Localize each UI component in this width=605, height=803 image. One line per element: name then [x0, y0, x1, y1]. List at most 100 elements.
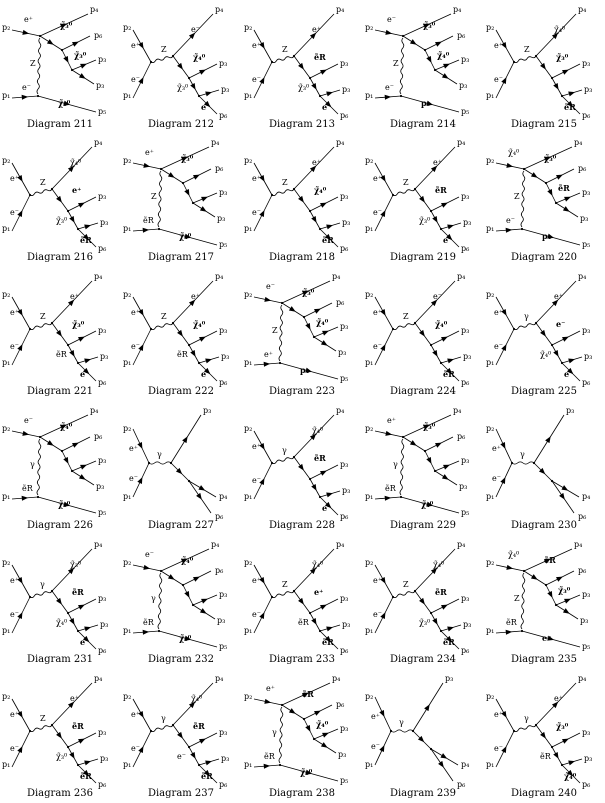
particle-label: e⁻ [131, 744, 140, 753]
particle-label: e⁻ [129, 474, 138, 483]
vertex-dot [302, 315, 306, 319]
incoming-p1-label: p₁ [123, 760, 131, 769]
particle-label: p₄ [94, 272, 102, 281]
neutralino-label: e⁻ [564, 369, 573, 379]
selectron-label: χ̃₃⁰ [177, 83, 188, 92]
particle-label: p₄ [574, 138, 582, 147]
vertex-dot [28, 595, 32, 599]
arrow-marker [561, 336, 569, 342]
arrow-marker [501, 710, 507, 718]
incoming-p2-label: p₂ [244, 156, 252, 165]
neutralino-label: χ̃₄⁰ [435, 319, 448, 329]
vertex-dot [439, 361, 443, 365]
particle-label: e⁺ [10, 308, 19, 317]
particle-label: p₆ [219, 111, 227, 120]
vertex-dot [147, 461, 151, 465]
particle-label: p₃ [100, 352, 108, 361]
incoming-p1-label: p₁ [2, 91, 10, 100]
neutralino-label: χ̃₃⁰ [300, 767, 313, 777]
vertex-dot [520, 629, 524, 633]
photon-line [390, 729, 414, 733]
arrow-marker [545, 436, 551, 444]
boson-line [271, 456, 295, 464]
particle-label: e⁺ [373, 576, 382, 585]
neutralino-label: e⁻ [322, 102, 331, 112]
arrow-marker [417, 735, 425, 743]
arrow-marker [56, 731, 62, 739]
particle-label: e⁻ [494, 342, 503, 351]
arrow-marker [501, 77, 507, 85]
arrow-marker [324, 501, 332, 509]
arrow-marker [175, 467, 183, 475]
arrow-marker [298, 62, 304, 70]
arrow-marker [447, 358, 455, 364]
arrow-marker [551, 32, 559, 40]
diagram-caption: Diagram 225 [511, 386, 577, 397]
arrow-marker [203, 367, 211, 375]
particle-label: p₆ [578, 512, 586, 521]
arrow-marker [547, 635, 555, 641]
vertex-dot [28, 193, 32, 197]
boson-line [513, 322, 537, 330]
particle-label: p₃ [584, 352, 592, 361]
arrow-marker [530, 574, 538, 580]
particle-label: p₆ [582, 780, 590, 789]
particle-label: p₃ [582, 728, 590, 737]
outgoing-label: χ̃₄⁰ [191, 694, 202, 703]
arrow-marker [538, 467, 546, 475]
particle-label: p₃ [459, 482, 467, 491]
neutralino-label: e⁻ [201, 102, 210, 112]
arrow-marker [540, 62, 546, 70]
arrow-marker [309, 165, 317, 173]
incoming-p1-label: p₁ [123, 492, 131, 501]
boson-exchange-line [36, 438, 42, 496]
vertex-dot [391, 193, 395, 197]
vertex-dot [159, 167, 163, 171]
arrow-marker [22, 430, 30, 436]
arrow-marker [190, 751, 196, 759]
arrow-marker [322, 330, 329, 336]
incoming-p1-label: p₁ [365, 492, 373, 501]
neutralino-label: χ̃₄⁰ [421, 499, 434, 509]
arrow-marker [445, 233, 453, 241]
particle-label: ẽR [506, 618, 518, 627]
diagram-caption: Diagram 230 [511, 520, 577, 531]
incoming-p2-label: p₂ [123, 558, 131, 567]
incoming-p2-label: p₂ [244, 290, 252, 299]
outgoing-label: χ̃₄⁰ [70, 158, 81, 167]
arrow-marker [46, 39, 54, 45]
incoming-p2-label: p₂ [2, 290, 10, 299]
neutralino-label: ẽR [443, 369, 455, 379]
boson-line [513, 724, 537, 732]
particle-label: p₆ [457, 780, 465, 789]
neutralino-label: χ̃₄⁰ [193, 52, 206, 62]
arrow-marker [501, 41, 507, 49]
incoming-p2-label: p₂ [365, 290, 373, 299]
particle-label: ẽR [385, 484, 397, 493]
selectron-label: χ̃₃⁰ [56, 216, 67, 225]
incoming-p1-label: p₁ [486, 492, 494, 501]
neutralino-label: e⁻ [201, 369, 210, 379]
outgoing-label: e⁻ [433, 292, 442, 301]
arrow-marker [380, 210, 386, 218]
arrow-marker [182, 436, 188, 444]
incoming-p2-label: p₂ [2, 424, 10, 433]
incoming-p2-label: p₂ [365, 558, 373, 567]
particle-label: p₄ [578, 5, 586, 14]
particle-label: p₃ [338, 348, 346, 357]
neutralino-label: ẽR [201, 771, 213, 781]
diagram-caption: Diagram 219 [390, 252, 456, 263]
particle-label: e⁺ [129, 444, 138, 453]
particle-label: e⁺ [371, 712, 380, 721]
arrow-marker [305, 322, 311, 330]
incoming-p1-label: p₁ [365, 760, 373, 769]
incoming-p1-label: p₁ [2, 492, 10, 501]
particle-label: p₃ [463, 352, 471, 361]
arrow-marker [71, 41, 79, 47]
diagram-caption: Diagram 233 [269, 654, 335, 665]
boson-exchange-line [157, 572, 163, 630]
particle-label: p₃ [203, 406, 211, 415]
